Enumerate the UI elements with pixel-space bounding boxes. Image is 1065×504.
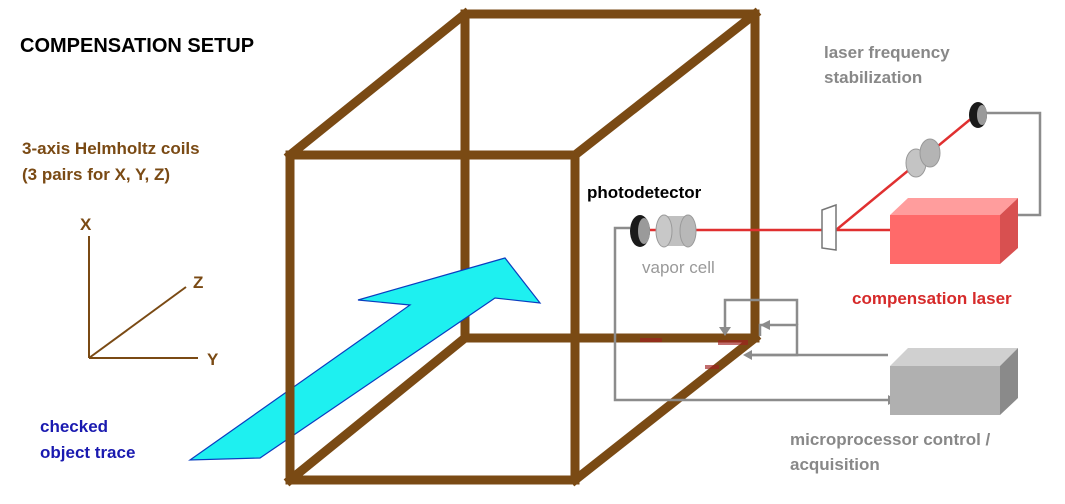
stabilization-detector-icon: [969, 102, 987, 128]
axis-z-label: Z: [193, 273, 203, 292]
vapor-cell-label: vapor cell: [642, 258, 715, 277]
coil-frame-front: [285, 7, 762, 487]
object-label-line2: object trace: [40, 443, 135, 462]
microprocessor-box: [890, 348, 1018, 415]
laser-stabilization-label-line1: laser frequency: [824, 43, 950, 62]
axis-y-label: Y: [207, 350, 219, 369]
axis-indicator: X Y Z: [80, 215, 219, 369]
photodetector-label: photodetector: [587, 183, 702, 202]
microprocessor-label-line2: acquisition: [790, 455, 880, 474]
stabilization-cell-icon: [905, 138, 941, 178]
coil-frame-back: [283, 7, 760, 487]
vapor-cell-icon: [655, 214, 697, 248]
axis-x-label: X: [80, 215, 92, 234]
photodetector-icon: [630, 215, 650, 247]
microprocessor-label-line1: microprocessor control /: [790, 430, 991, 449]
z-axis-line: [88, 286, 187, 359]
page-title: COMPENSATION SETUP: [20, 35, 254, 57]
laser-stabilization-label-line2: stabilization: [824, 68, 922, 87]
sensor-marks: [640, 338, 748, 369]
object-trace-arrow: [188, 257, 542, 461]
object-label-line1: checked: [40, 417, 108, 436]
coils-label-line1: 3-axis Helmholtz coils: [22, 139, 200, 158]
coils-label-line2: (3 pairs for X, Y, Z): [22, 165, 170, 184]
beam-splitter: [821, 203, 837, 251]
compensation-laser-label: compensation laser: [852, 289, 1012, 308]
compensation-laser-box: [890, 198, 1018, 264]
signal-wires: [613, 111, 1042, 402]
